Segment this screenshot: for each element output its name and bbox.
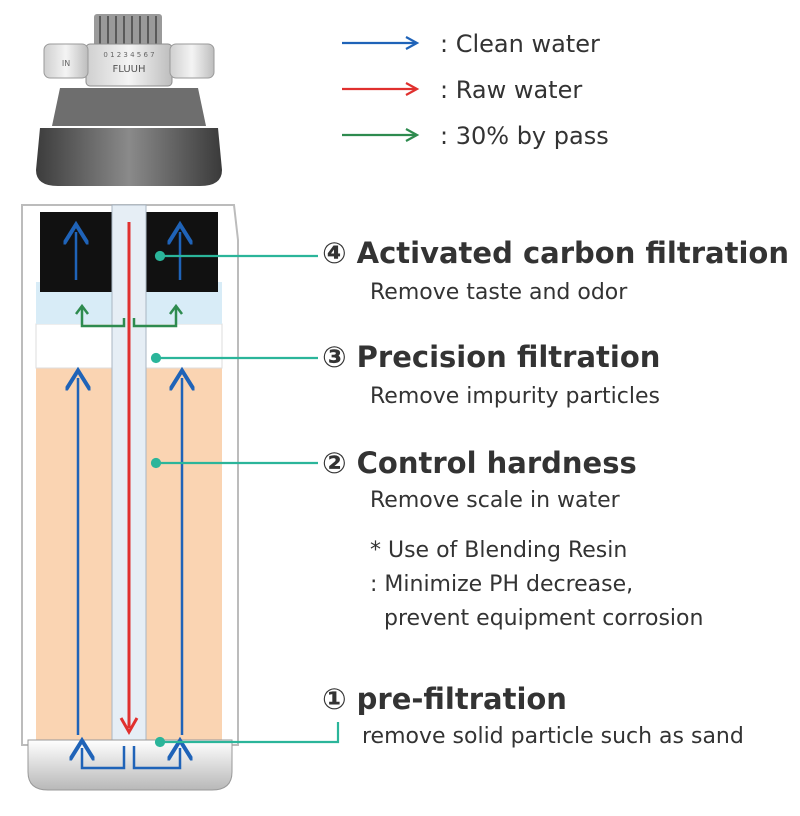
clean-water-arrow-icon: [342, 36, 420, 50]
stage-hardness-desc: Remove scale in water: [370, 488, 620, 513]
legend-item-clean-water: : Clean water: [340, 28, 600, 58]
stage-pre-title: ① pre-filtration: [322, 682, 567, 716]
leader-pre: [160, 722, 340, 744]
stage-precision-title: ③ Precision filtration: [322, 340, 661, 374]
bypass-arrows: [75, 303, 183, 328]
resin-note-line: prevent equipment corrosion: [384, 606, 704, 631]
resin-note-line: * Use of Blending Resin: [370, 538, 628, 563]
leader-lines: [150, 250, 340, 748]
head-collar: [52, 88, 206, 126]
port-mark: IN: [62, 59, 70, 68]
legend-label: : 30% by pass: [440, 122, 609, 150]
brand-text: FLUUH: [113, 64, 146, 75]
head-scale: 0 1 2 3 4 5 6 7: [103, 51, 154, 59]
bottom-cap: [27, 739, 233, 791]
stage-precision-desc: Remove impurity particles: [370, 384, 660, 409]
flow-arrows: [75, 222, 183, 770]
inlet-fitting: [43, 43, 89, 79]
stage-carbon-title: ④ Activated carbon filtration: [322, 236, 789, 270]
legend-label: : Clean water: [440, 30, 600, 58]
clean-water-arrows: [76, 232, 182, 770]
legend-label: : Raw water: [440, 76, 583, 104]
head-knob: [94, 14, 162, 48]
stage-carbon-desc: Remove taste and odor: [370, 280, 628, 305]
filter-cap: [36, 128, 222, 186]
raw-water-arrow: [119, 222, 139, 736]
legend-item-bypass: : 30% by pass: [340, 120, 609, 150]
outlet-fitting: [169, 43, 215, 79]
raw-water-arrow-icon: [342, 82, 420, 96]
resin-note-line: : Minimize PH decrease,: [370, 572, 634, 597]
bypass-arrow-icon: [342, 128, 420, 142]
legend-item-raw-water: : Raw water: [340, 74, 582, 104]
carbon-block-right: [146, 212, 218, 292]
stage-pre-desc: remove solid particle such as sand: [362, 724, 744, 749]
filter-head: IN 0 1 2 3 4 5 6 7 FLUUH: [36, 14, 222, 186]
stage-hardness-title: ② Control hardness: [322, 446, 637, 480]
